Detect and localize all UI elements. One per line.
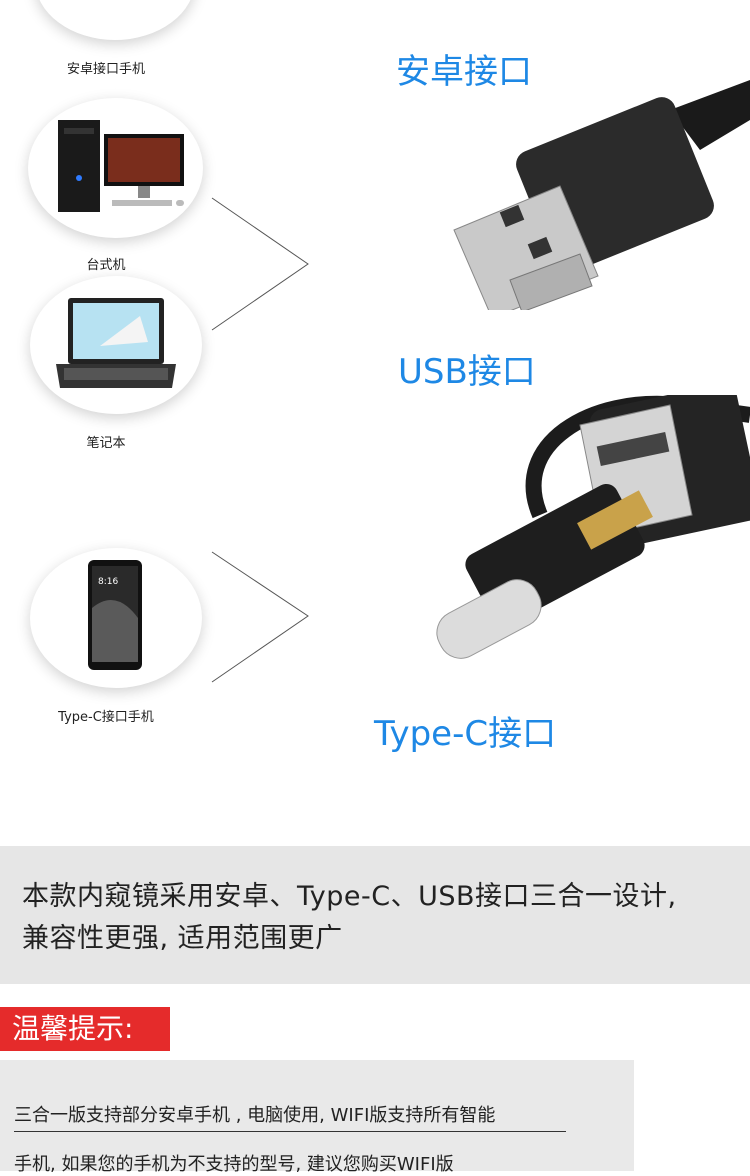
typec-phone-icon: 8:16	[88, 560, 142, 670]
desktop-icon	[58, 120, 184, 212]
typec-connector-image	[436, 395, 750, 659]
feature-banner	[0, 846, 750, 984]
typec-phone-circle: 8:16	[30, 548, 202, 688]
tip-title-badge: 温馨提示:	[0, 1007, 170, 1051]
laptop-circle	[30, 276, 202, 414]
feature-banner-line1: 本款内窥镜采用安卓、Type-C、USB接口三合一设计,	[22, 881, 677, 912]
desktop-circle	[28, 98, 203, 238]
port-label-typec: Type-C接口	[374, 714, 557, 754]
port-label-android: 安卓接口	[396, 52, 532, 92]
tip-note-line1: 三合一版支持部分安卓手机 , 电脑使用, WIFI版支持所有智能	[14, 1105, 496, 1126]
device-label-desktop: 台式机	[86, 258, 126, 273]
device-label-android: 安卓接口手机	[66, 62, 145, 77]
android-phone-circle	[35, 0, 195, 40]
port-label-usb: USB接口	[398, 352, 536, 392]
usb-connector-image	[453, 80, 750, 310]
laptop-icon	[56, 298, 176, 388]
android-phone-icon	[35, 0, 195, 40]
feature-banner-line2: 兼容性更强, 适用范围更广	[22, 923, 343, 954]
tip-note-line2: 手机, 如果您的手机为不支持的型号, 建议您购买WIFI版	[14, 1154, 454, 1175]
tip-note-box	[0, 1060, 634, 1171]
device-label-typec: Type-C接口手机	[58, 710, 154, 725]
svg-text:8:16: 8:16	[98, 577, 118, 587]
connector-lines-usb	[211, 197, 309, 331]
tip-note-underline	[14, 1131, 566, 1132]
device-label-laptop: 笔记本	[86, 436, 126, 451]
connector-lines-typec	[211, 551, 309, 683]
